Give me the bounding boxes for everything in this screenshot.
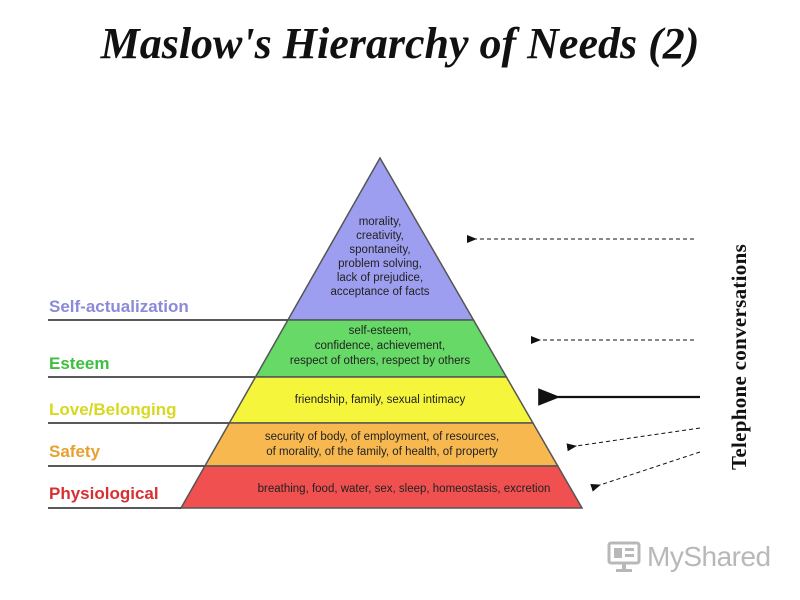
level-label-physiological: Physiological xyxy=(49,484,159,503)
level-description-line: spontaneity, xyxy=(349,244,410,256)
level-label-love-belonging: Love/Belonging xyxy=(49,400,177,419)
page-title: Maslow's Hierarchy of Needs (2) xyxy=(100,19,700,68)
level-description-line: morality, xyxy=(359,216,402,228)
level-description-line: problem solving, xyxy=(338,258,422,270)
myshared-logo: MyShared xyxy=(607,540,771,574)
level-description-line: respect of others, respect by others xyxy=(290,355,471,367)
pyramid-band-safety xyxy=(203,422,560,467)
level-label-safety: Safety xyxy=(49,442,101,461)
pyramid-band-physiological xyxy=(179,465,584,509)
telephone-conversations-label: Telephone conversations xyxy=(727,243,751,470)
logo-text: MyShared xyxy=(647,541,771,572)
level-label-esteem: Esteem xyxy=(49,354,109,373)
level-description-line: creativity, xyxy=(356,230,404,242)
level-description-line: lack of prejudice, xyxy=(337,272,423,284)
level-description-line: confidence, achievement, xyxy=(315,340,445,352)
level-description-line: of morality, of the family, of health, o… xyxy=(266,446,498,458)
level-description-line: acceptance of facts xyxy=(330,286,429,298)
arrow-to-physiological xyxy=(590,451,701,492)
level-description-line: breathing, food, water, sex, sleep, home… xyxy=(258,483,551,495)
level-description-line: security of body, of employment, of reso… xyxy=(265,431,499,443)
level-description-line: friendship, family, sexual intimacy xyxy=(295,394,466,406)
level-label-self-actualization: Self-actualization xyxy=(49,297,189,316)
level-description-line: self-esteem, xyxy=(349,325,412,337)
arrow-to-safety xyxy=(566,427,701,452)
presentation-icon xyxy=(607,541,641,572)
